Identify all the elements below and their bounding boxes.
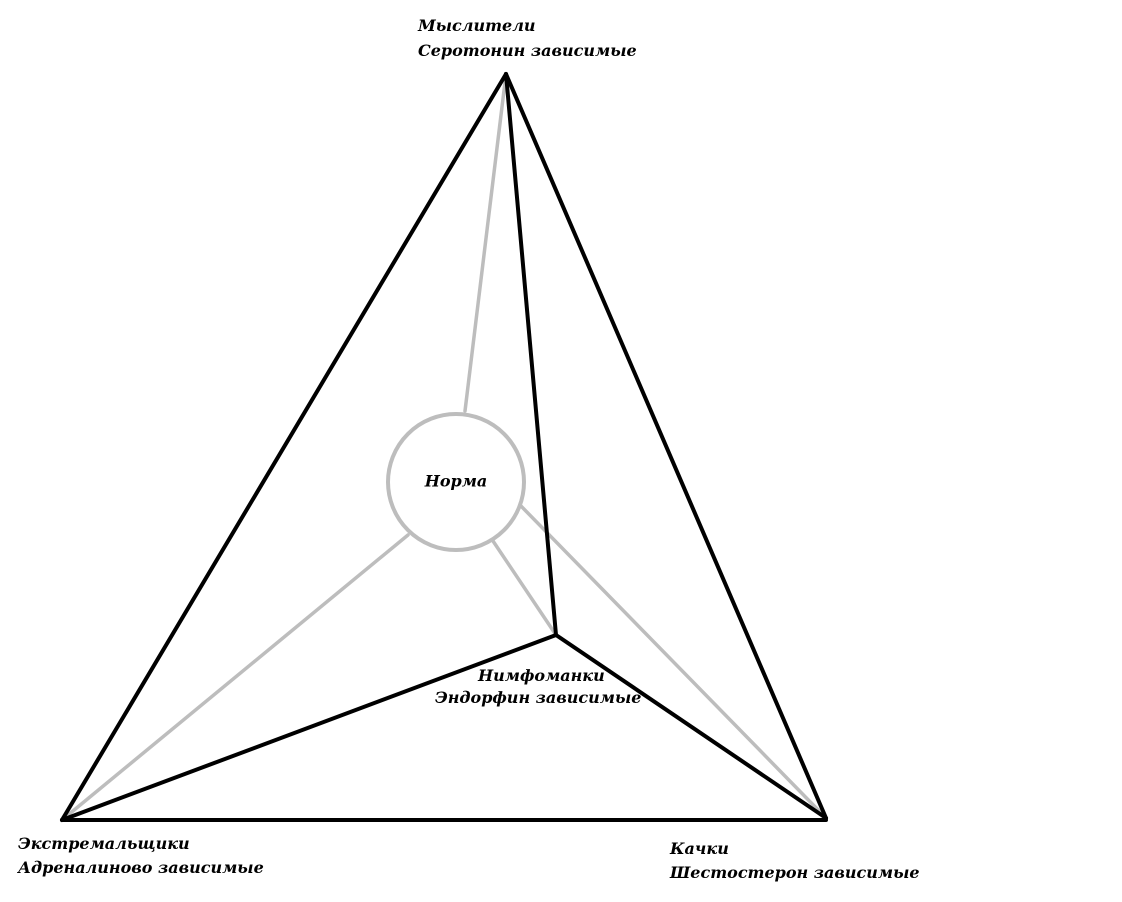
bottom-left-node-title: Экстремальщики — [18, 834, 190, 853]
bottom-left-node-subtitle: Адреналиново зависимые — [17, 858, 264, 877]
link-center-top — [463, 72, 508, 413]
edge-top-bottom-left — [60, 72, 508, 822]
edge-top-inner — [504, 72, 558, 637]
top-node-subtitle: Серотонин зависимые — [418, 41, 637, 60]
bottom-right-node-subtitle: Шестостерон зависимые — [669, 863, 920, 882]
bottom-right-node-title: Качки — [669, 839, 729, 858]
edge-inner-bottom-right — [554, 633, 828, 820]
center-label: Норма — [424, 472, 488, 491]
link-center-bottom-left — [60, 533, 410, 822]
top-node-title: Мыслители — [417, 16, 536, 35]
link-center-inner — [491, 539, 558, 637]
center-node — [386, 412, 526, 552]
inner-node-title: Нимфоманки — [477, 666, 605, 685]
tetrahedron-edges — [60, 72, 828, 822]
edge-top-bottom-right — [504, 72, 828, 820]
link-center-bottom-right — [518, 503, 828, 820]
center-links — [60, 72, 828, 822]
inner-node-subtitle: Эндорфин зависимые — [435, 688, 641, 707]
edge-inner-bottom-left — [60, 633, 558, 822]
